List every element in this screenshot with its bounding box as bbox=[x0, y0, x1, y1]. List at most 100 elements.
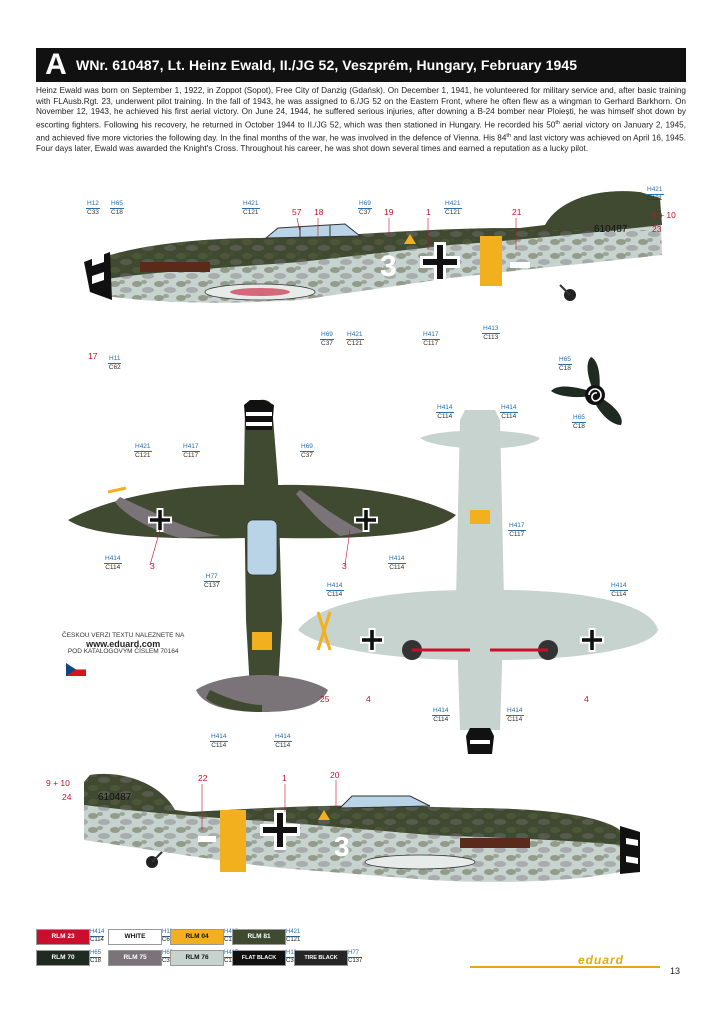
profile-title: WNr. 610487, Lt. Heinz Ewald, II./JG 52,… bbox=[76, 57, 578, 73]
legend-h-code: H11 bbox=[162, 929, 174, 937]
callout-number: 4 bbox=[584, 694, 589, 704]
callout-number: 1 bbox=[426, 207, 431, 217]
serial-right: 610487 bbox=[98, 792, 132, 803]
eduard-url-link[interactable]: www.eduard.com bbox=[86, 639, 161, 649]
callout-number: 21 bbox=[512, 207, 522, 217]
legend-h-code: H413 bbox=[224, 929, 239, 937]
callout-number: 18 bbox=[314, 207, 324, 217]
bio-sup-1: th bbox=[555, 119, 560, 126]
legend-h-code: H417 bbox=[224, 950, 239, 958]
legend-swatch: RLM 76 bbox=[170, 950, 224, 966]
propeller-view bbox=[551, 357, 622, 425]
legend-c-code: C37 bbox=[162, 958, 174, 964]
legend-c-code: C121 bbox=[286, 937, 301, 943]
callout-number: 25 bbox=[320, 694, 330, 704]
legend-c-code: C117 bbox=[224, 958, 238, 964]
side-code-left: 3 bbox=[380, 250, 397, 283]
legend-h-code: H414 bbox=[90, 929, 105, 937]
profile-title-bar: A WNr. 610487, Lt. Heinz Ewald, II./JG 5… bbox=[36, 48, 686, 82]
legend-c-code: C114 bbox=[90, 937, 104, 943]
top-view bbox=[68, 399, 456, 712]
callout-number: 4 bbox=[366, 694, 371, 704]
legend-swatch: RLM 81 bbox=[232, 929, 286, 945]
bio-text-2: aerial victory on January 2, 1945, and a… bbox=[36, 120, 686, 143]
eduard-logo: eduard bbox=[578, 953, 625, 967]
legend-h-code: H421 bbox=[286, 929, 301, 937]
czech-version-note: ČESKOU VERZI TEXTU NALEZNETE NA www.edua… bbox=[62, 632, 184, 656]
czech-flag-icon bbox=[66, 663, 86, 676]
callout-number: 9 + 10 bbox=[46, 778, 70, 788]
side-code-right: 3 bbox=[334, 831, 350, 862]
legend-swatch: TIRE BLACK bbox=[294, 950, 348, 966]
legend-h-code: H77 bbox=[348, 950, 363, 958]
callout-number: 3 bbox=[342, 561, 347, 571]
callout-number: 17 bbox=[88, 351, 98, 361]
callout-number: 23 bbox=[652, 224, 662, 234]
bottom-view bbox=[298, 410, 658, 754]
callout-number: 22 bbox=[198, 773, 208, 783]
legend-swatch: RLM 75 bbox=[108, 950, 162, 966]
legend-h-code: H69 bbox=[162, 950, 174, 958]
czech-note-line2: POD KATALOGOVÝM ČÍSLEM 70164 bbox=[67, 648, 179, 655]
legend-c-code: C113 bbox=[224, 937, 238, 943]
legend-swatch: RLM 70 bbox=[36, 950, 90, 966]
legend-swatch: RLM 23 bbox=[36, 929, 90, 945]
callout-number: 19 bbox=[384, 207, 394, 217]
profile-letter: A bbox=[45, 48, 67, 81]
callout-number: 57 bbox=[292, 207, 302, 217]
legend-h-code: H12 bbox=[286, 950, 298, 958]
bio-text-1: Heinz Ewald was born on September 1, 192… bbox=[36, 86, 686, 130]
legend-swatch: FLAT BLACK bbox=[232, 950, 286, 966]
page-number: 13 bbox=[670, 966, 681, 976]
legend-c-code: C137 bbox=[348, 958, 363, 964]
legend-swatch: RLM 04 bbox=[170, 929, 224, 945]
callout-number: 3 bbox=[150, 561, 155, 571]
serial-left: 610487 bbox=[594, 224, 628, 235]
legend-c-code: C33 bbox=[286, 958, 298, 964]
right-side-profile: 3 610487 bbox=[84, 773, 640, 882]
callout-number: 20 bbox=[330, 770, 340, 780]
legend-c-code: C62 bbox=[162, 937, 174, 943]
bio-text-3: and last victory was achieved on April 1… bbox=[36, 133, 686, 154]
callout-number: 1 bbox=[282, 773, 287, 783]
bio-sup-2: th bbox=[506, 133, 512, 140]
czech-note-line1: ČESKOU VERZI TEXTU NALEZNETE NA bbox=[62, 632, 185, 639]
brand-line bbox=[470, 966, 660, 968]
